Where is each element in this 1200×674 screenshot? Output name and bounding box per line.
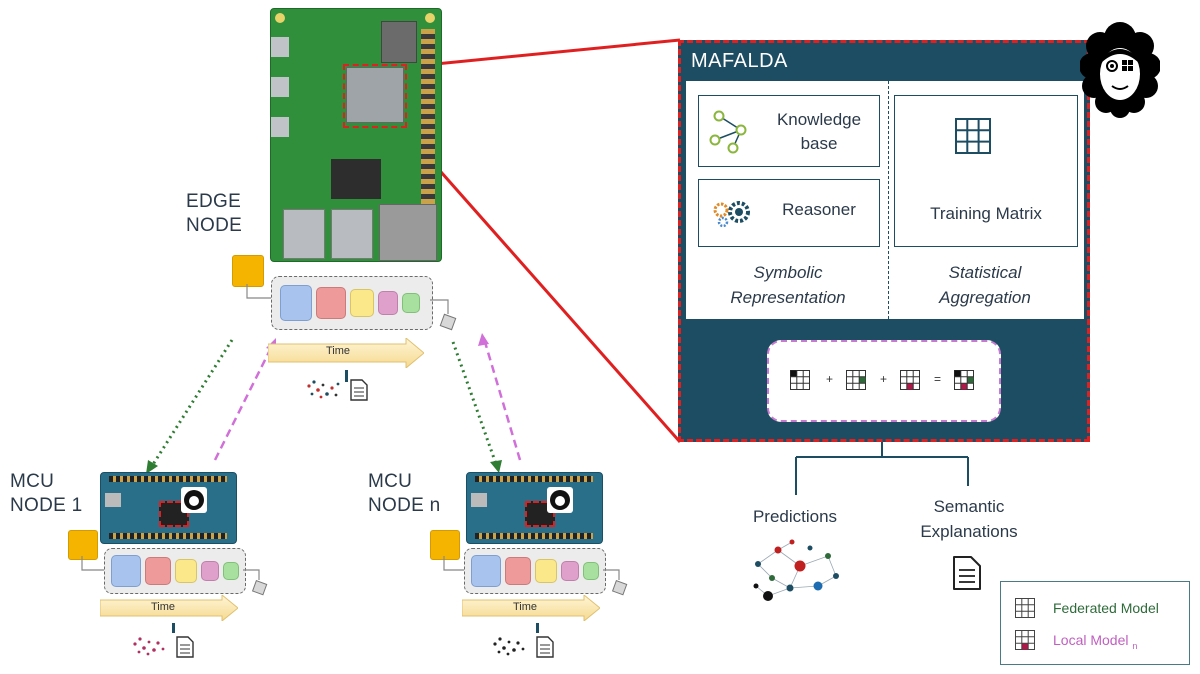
soc-chip: [346, 67, 404, 123]
aggregation-equation: + + =: [767, 340, 1001, 422]
sync-arrow-mcun-to-edge: [483, 341, 522, 461]
mcu1-data-queue: [104, 548, 246, 594]
queue-item: [316, 287, 346, 319]
queue-item: [535, 559, 557, 583]
mcu-board-1: [100, 472, 237, 544]
usb-port-2: [331, 209, 373, 259]
usb-port-1: [283, 209, 325, 259]
federated-model-icon: [1015, 598, 1035, 618]
mcu-board-n: [466, 472, 603, 544]
edge-data-points-icon: [307, 380, 340, 399]
matrix-icon: [846, 370, 866, 390]
sync-arrow-mcu1-to-edge: [213, 345, 274, 461]
queue-item: [505, 557, 531, 585]
mcu1-time-label: Time: [150, 601, 176, 613]
queue-item: [175, 559, 197, 583]
matrix-icon: [954, 370, 974, 390]
hdmi-port-1: [271, 77, 289, 97]
training-matrix-label: Training Matrix: [930, 204, 1042, 223]
raspberry-pi-board: [270, 8, 442, 262]
queue-item: [223, 562, 239, 580]
sync-arrow-edge-to-mcu1: [150, 339, 234, 467]
predictions-label: Predictions: [752, 507, 838, 526]
mcun-data-points-icon: [493, 637, 525, 656]
knowledge-graph-icon: [709, 110, 747, 154]
mafalda-logo-icon: [547, 487, 573, 513]
queue-item: [471, 555, 501, 587]
edge-time-label: Time: [325, 345, 351, 357]
queue-item: [378, 291, 398, 315]
zoom-line-bottom: [393, 119, 682, 443]
matrix-icon: [790, 370, 810, 390]
queue-item: [280, 285, 312, 321]
legend-local-label: Local Model n: [1053, 632, 1138, 651]
explanations-document-icon: [953, 556, 981, 590]
edge-time-arrow: [268, 338, 424, 368]
legend-federated-label: Federated Model: [1053, 600, 1159, 616]
queue-item: [145, 557, 171, 585]
hdmi-port-2: [271, 117, 289, 137]
mcu1-data-points-icon: [133, 637, 165, 656]
local-model-icon: [1015, 630, 1035, 650]
reasoner-label: Reasoner: [782, 200, 856, 219]
matrix-icon: [900, 370, 920, 390]
mcu1-time-arrow: [100, 595, 238, 621]
mcun-document-icon: [536, 636, 554, 658]
mafalda-logo: [1080, 22, 1160, 118]
queue-item: [350, 289, 374, 317]
mcu-node-1-icon: [68, 530, 98, 560]
mcun-time-label: Time: [512, 601, 538, 613]
ethernet-port: [379, 204, 437, 261]
soc-highlight: [343, 64, 407, 128]
gpio-header: [421, 29, 435, 229]
training-matrix-card: Training Matrix: [894, 95, 1078, 247]
mcu1-document-icon: [176, 636, 194, 658]
queue-item: [201, 561, 219, 581]
mcun-time-arrow: [462, 595, 600, 621]
mafalda-title: MAFALDA: [691, 50, 788, 72]
mafalda-logo-icon: [181, 487, 207, 513]
reasoner-card: Reasoner: [698, 179, 880, 247]
ram-chip: [381, 21, 417, 63]
grid-matrix-icon: [955, 118, 991, 154]
power-port: [271, 37, 289, 57]
edge-node-icon: [232, 255, 264, 287]
queue-item: [111, 555, 141, 587]
edge-data-queue: [271, 276, 433, 330]
mcu-node-n-icon: [430, 530, 460, 560]
mcun-data-queue: [464, 548, 606, 594]
queue-item: [402, 293, 420, 313]
usb-controller: [331, 159, 381, 199]
predictions-graph-icon: [753, 539, 839, 601]
zoom-line-top: [394, 38, 681, 70]
gears-icon: [713, 201, 750, 228]
queue-item: [561, 561, 579, 581]
edge-document-icon: [350, 379, 368, 401]
queue-item: [583, 562, 599, 580]
legend: Federated Model Local Model n: [1000, 581, 1190, 665]
